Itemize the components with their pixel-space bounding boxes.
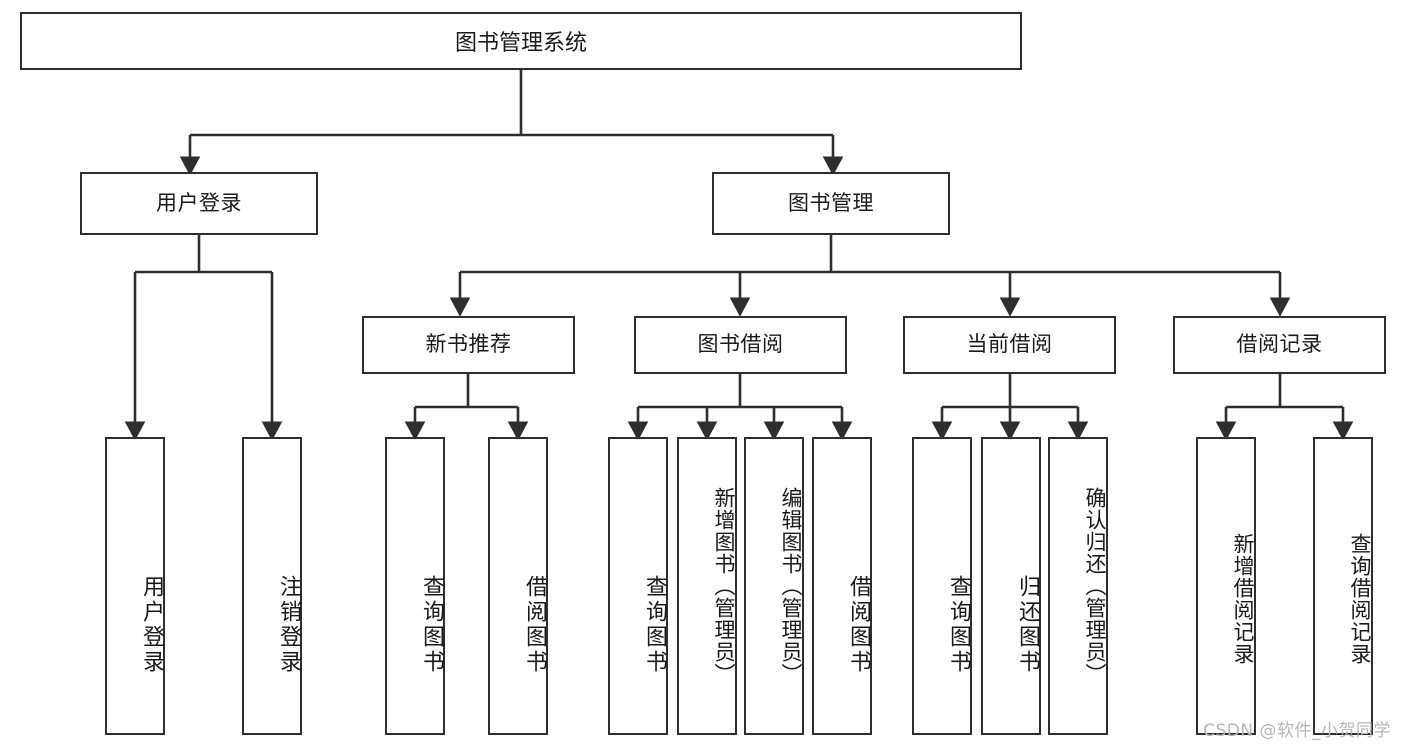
node-user-login[interactable]: 用户登录 <box>80 172 318 235</box>
node-label: 查询图书 <box>946 575 971 675</box>
node-label: 查询图书 <box>642 575 667 675</box>
node-label: 新增图书（管理员） <box>712 487 736 685</box>
node-label: 查询借阅记录 <box>1348 533 1372 665</box>
node-label: 新书推荐 <box>425 332 512 357</box>
node-label: 查询图书 <box>419 575 444 675</box>
node-leaf-borrow-book-1[interactable]: 借阅图书 <box>488 437 548 735</box>
node-leaf-add-borrow-record[interactable]: 新增借阅记录 <box>1196 437 1256 735</box>
node-book-management-system[interactable]: 图书管理系统 <box>20 12 1022 70</box>
node-label: 归还图书 <box>1015 575 1040 675</box>
node-label: 用户登录 <box>156 190 242 215</box>
node-label: 当前借阅 <box>966 332 1053 357</box>
node-book-borrow[interactable]: 图书借阅 <box>634 316 847 374</box>
node-leaf-user-login[interactable]: 用户登录 <box>105 437 165 735</box>
node-new-book-recommend[interactable]: 新书推荐 <box>362 316 575 374</box>
node-borrow-record[interactable]: 借阅记录 <box>1173 316 1386 374</box>
node-leaf-query-book-3[interactable]: 查询图书 <box>912 437 972 735</box>
node-label: 图书管理 <box>788 190 874 215</box>
node-leaf-edit-book[interactable]: 编辑图书（管理员） <box>744 437 804 735</box>
node-label: 借阅记录 <box>1236 332 1323 357</box>
node-leaf-borrow-book-2[interactable]: 借阅图书 <box>812 437 872 735</box>
node-book-manage[interactable]: 图书管理 <box>712 172 950 235</box>
node-label: 借阅图书 <box>522 575 547 675</box>
node-label: 编辑图书（管理员） <box>779 487 803 685</box>
node-label: 借阅图书 <box>846 575 871 675</box>
node-label: 图书管理系统 <box>454 31 587 56</box>
node-label: 新增借阅记录 <box>1231 533 1255 665</box>
node-leaf-query-borrow-record[interactable]: 查询借阅记录 <box>1313 437 1373 735</box>
node-leaf-add-book[interactable]: 新增图书（管理员） <box>677 437 737 735</box>
node-label: 确认归还（管理员） <box>1083 487 1107 685</box>
csdn-watermark: CSDN @软件_小贺同学 <box>1203 721 1391 741</box>
node-current-borrow[interactable]: 当前借阅 <box>903 316 1116 374</box>
node-leaf-logout-login[interactable]: 注销登录 <box>242 437 302 735</box>
node-leaf-confirm-return[interactable]: 确认归还（管理员） <box>1048 437 1108 735</box>
node-label: 注销登录 <box>276 575 301 675</box>
node-leaf-query-book-1[interactable]: 查询图书 <box>385 437 445 735</box>
node-leaf-query-book-2[interactable]: 查询图书 <box>608 437 668 735</box>
node-label: 用户登录 <box>139 575 164 675</box>
node-leaf-return-book[interactable]: 归还图书 <box>981 437 1041 735</box>
node-label: 图书借阅 <box>697 332 784 357</box>
